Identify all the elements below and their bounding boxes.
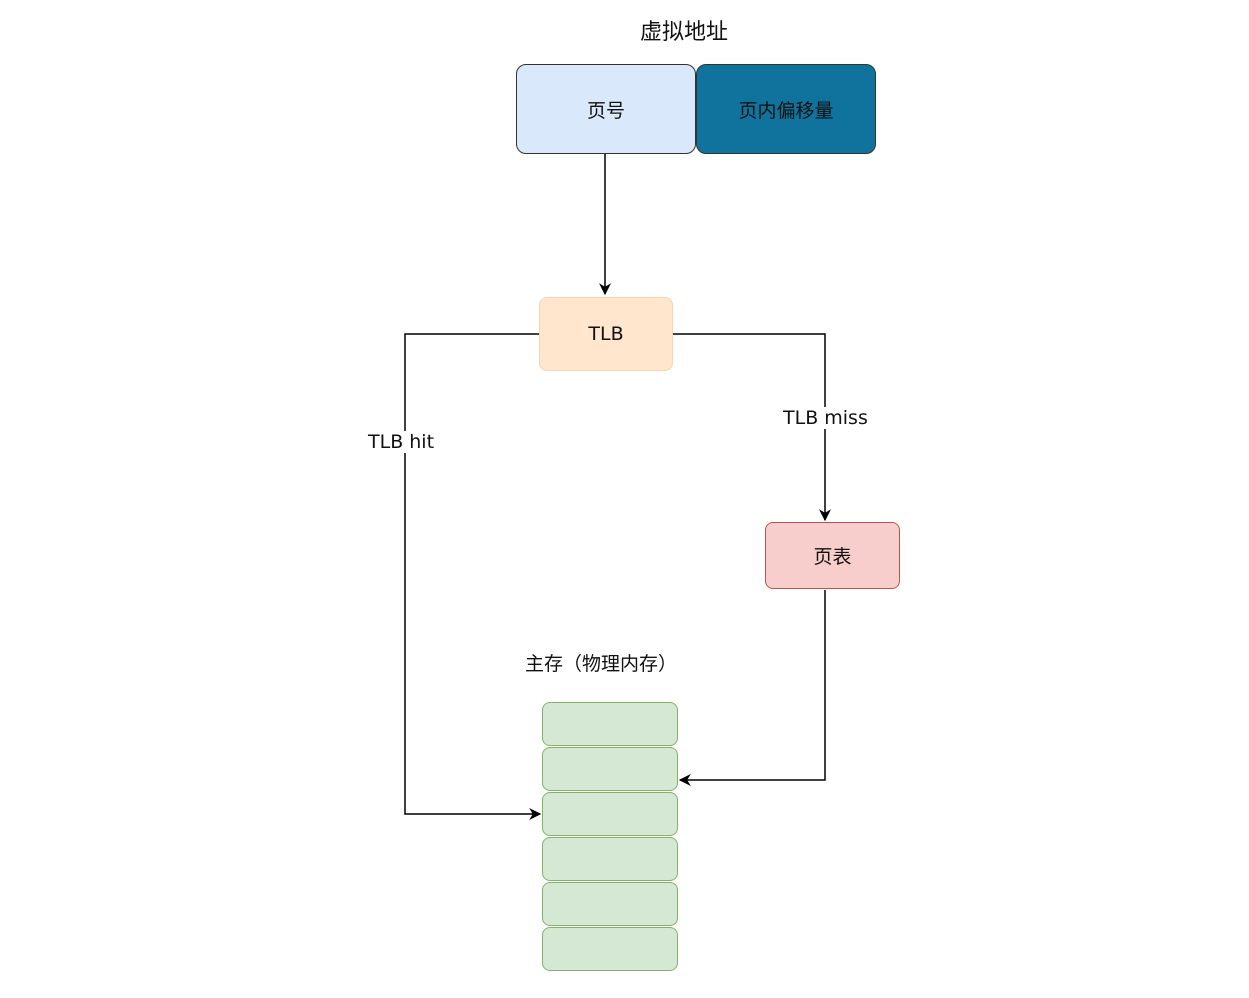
page-number-box[interactable]: 页号 [516,64,696,154]
memory-cell[interactable] [542,747,678,791]
tlb-hit-label: TLB hit [366,431,437,453]
memory-cell[interactable] [542,702,678,746]
memory-cell[interactable] [542,927,678,971]
memory-cell[interactable] [542,882,678,926]
tlb-box[interactable]: TLB [539,297,673,371]
edge-tlb-miss [673,333,831,522]
tlb-miss-label: TLB miss [781,407,870,429]
edge-tlb-hit [404,333,542,820]
page-offset-box[interactable]: 页内偏移量 [696,64,876,154]
page-number-label: 页号 [586,99,625,122]
main-memory-title: 主存（物理内存） [525,653,678,675]
page-table-box[interactable]: 页表 [765,522,900,589]
memory-cell[interactable] [542,837,678,881]
edge-pagetable-to-memory [678,590,826,786]
page-table-label: 页表 [813,546,852,568]
virtual-address-title: 虚拟地址 [640,20,729,45]
page-offset-label: 页内偏移量 [738,99,834,122]
memory-cell[interactable] [542,792,678,836]
tlb-label: TLB [588,323,624,345]
